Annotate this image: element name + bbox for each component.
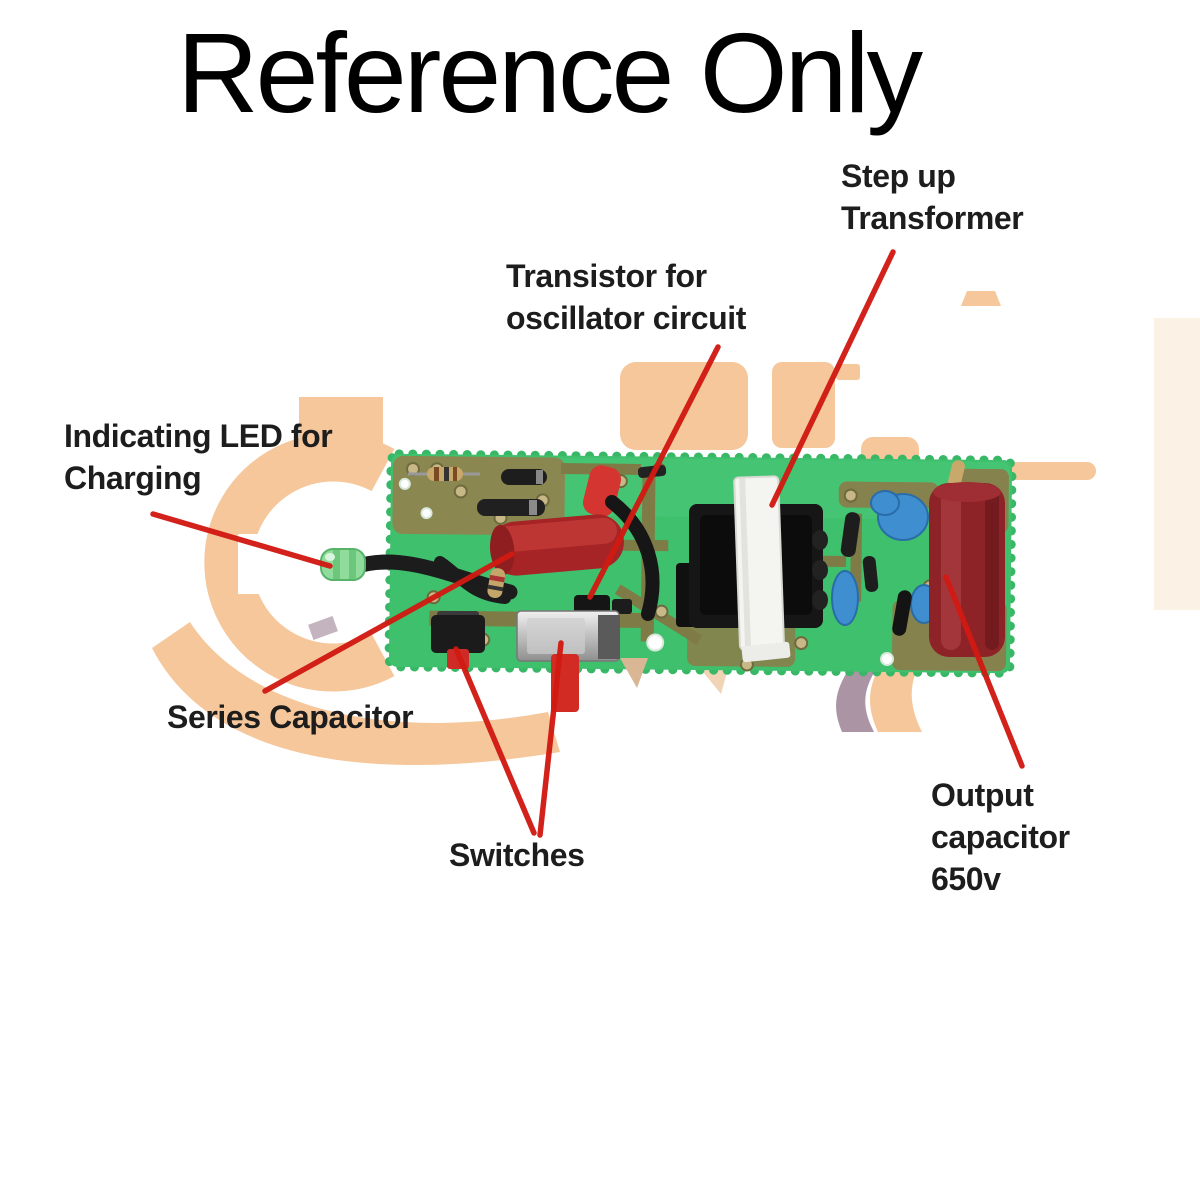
leader-line-transistor	[587, 344, 721, 600]
resistor-component	[427, 467, 463, 481]
label-output-capacitor: Output capacitor 650v	[931, 777, 1070, 898]
label-step-up-transformer: Step up Transformer	[841, 158, 1024, 237]
transformer-tape	[733, 475, 785, 651]
label-switches: Switches	[449, 837, 585, 873]
page-title: Reference Only	[177, 10, 923, 136]
transformer-component	[676, 475, 828, 663]
label-series-capacitor: Series Capacitor	[167, 699, 414, 735]
leader-line-output-capacitor	[943, 574, 1025, 769]
leader-line-indicating-led	[150, 511, 333, 569]
leader-lines	[150, 249, 1025, 838]
leader-line-series-capacitor	[262, 551, 515, 694]
label-transistor: Transistor for oscillator circuit	[506, 258, 746, 337]
output-capacitor-component	[929, 482, 1005, 657]
label-indicating-led: Indicating LED for Charging	[64, 418, 333, 497]
leader-line-switches-left	[453, 646, 537, 836]
oscillator-transistor-component	[574, 595, 632, 615]
leader-line-transformer	[769, 249, 896, 508]
small-resistor	[487, 568, 506, 599]
tact-switch-component	[431, 611, 485, 669]
board-holes	[398, 477, 895, 666]
charging-led-component	[320, 548, 366, 581]
leader-line-switches-right	[537, 640, 564, 838]
right-diodes	[637, 464, 912, 636]
